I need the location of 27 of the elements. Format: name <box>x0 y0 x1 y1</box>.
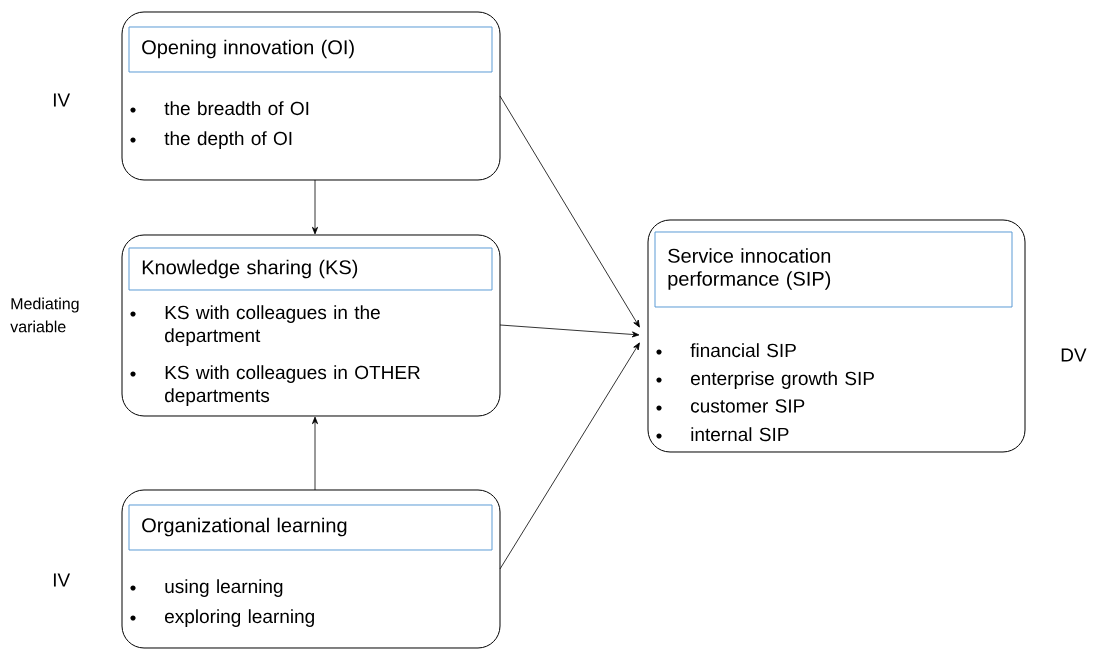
rounded-box <box>647 219 1026 453</box>
heading-box: Organizational learning <box>128 504 493 551</box>
arrow <box>499 95 640 328</box>
arrow <box>499 342 640 570</box>
side-label: IV <box>53 573 71 587</box>
bullet-text: enterprise growth SIP <box>691 371 874 389</box>
side-label: Mediating variable <box>10 297 79 333</box>
side-label: IV <box>53 93 71 107</box>
rounded-box <box>121 234 501 417</box>
bullet-text: customer SIP <box>691 399 805 413</box>
bullet-text: exploring learning <box>165 609 314 627</box>
bullet-text: the depth of OI <box>164 131 292 149</box>
rounded-box <box>121 11 501 181</box>
bullet-text: internal SIP <box>691 427 789 442</box>
bullet-text: KS with colleagues in OTHER departments <box>165 365 420 406</box>
heading-box: Knowledge sharing (KS) <box>128 247 493 291</box>
arrow <box>312 416 318 491</box>
rounded-box <box>121 489 501 649</box>
side-label: DV <box>1061 348 1087 362</box>
bullet-text: financial SIP <box>690 343 796 358</box>
bullet-text: using learning <box>165 579 283 597</box>
bullet-text: KS with colleagues in the department <box>165 305 380 346</box>
arrow <box>499 324 640 338</box>
heading-box: Opening innovation (OI) <box>128 26 493 73</box>
arrow <box>312 179 318 235</box>
bullet-text: the breadth of OI <box>164 101 309 116</box>
heading-box: Service innocation performance (SIP) <box>654 231 1013 308</box>
